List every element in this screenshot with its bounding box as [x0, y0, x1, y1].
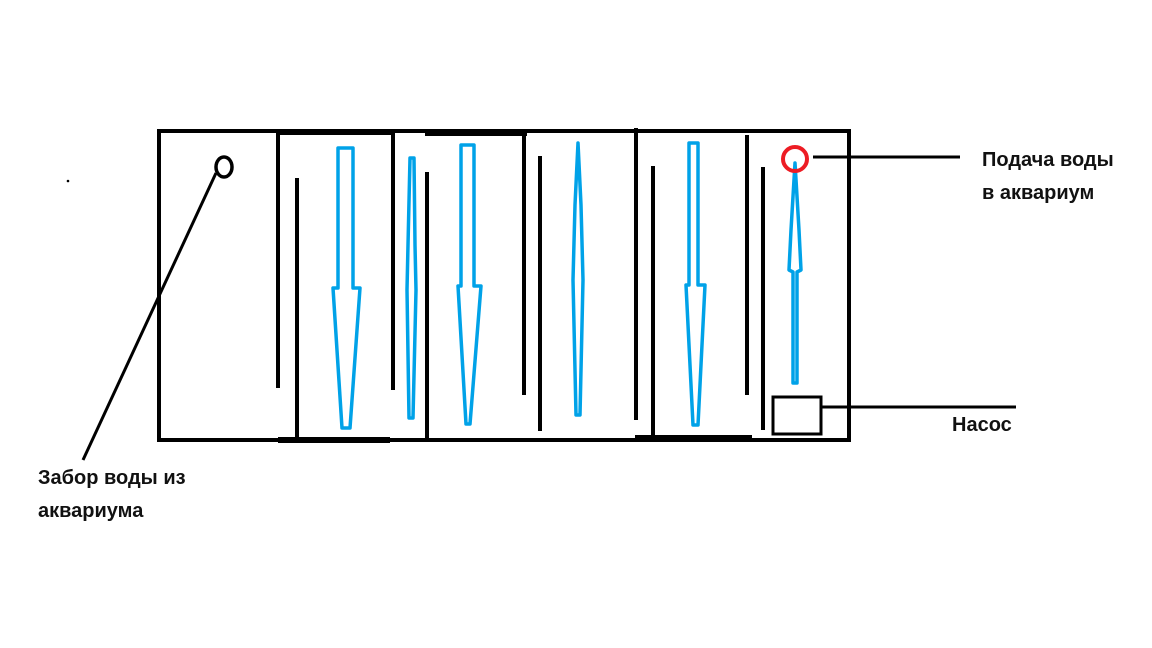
flow-arrows — [331, 141, 803, 430]
pump-label: Насос — [952, 414, 1012, 436]
arrow-down-icon — [684, 141, 707, 427]
intake-label-line1: Забор воды из — [38, 467, 186, 489]
baffles — [276, 128, 765, 440]
outlet-label-line2: в аквариум — [982, 182, 1095, 204]
leader-lines — [81, 155, 1016, 461]
outlet-label: Подача воды в аквариум — [982, 144, 1114, 210]
arrow-down-icon — [331, 146, 362, 430]
arrow-down-icon — [456, 143, 483, 426]
intake-label: Забор воды из аквариума — [38, 462, 186, 528]
arrow-up-icon — [787, 161, 803, 385]
arrow-up-icon — [405, 156, 418, 420]
tank — [157, 129, 851, 443]
intake-circle-icon — [214, 155, 234, 179]
intake-leader-line — [81, 172, 218, 461]
stray-dot — [66, 179, 70, 183]
intake-label-line2: аквариума — [38, 500, 144, 522]
outlet-label-line1: Подача воды — [982, 149, 1114, 171]
arrow-up-icon — [571, 141, 585, 417]
outlet-circle-icon — [781, 145, 809, 173]
pump-box — [771, 395, 823, 436]
